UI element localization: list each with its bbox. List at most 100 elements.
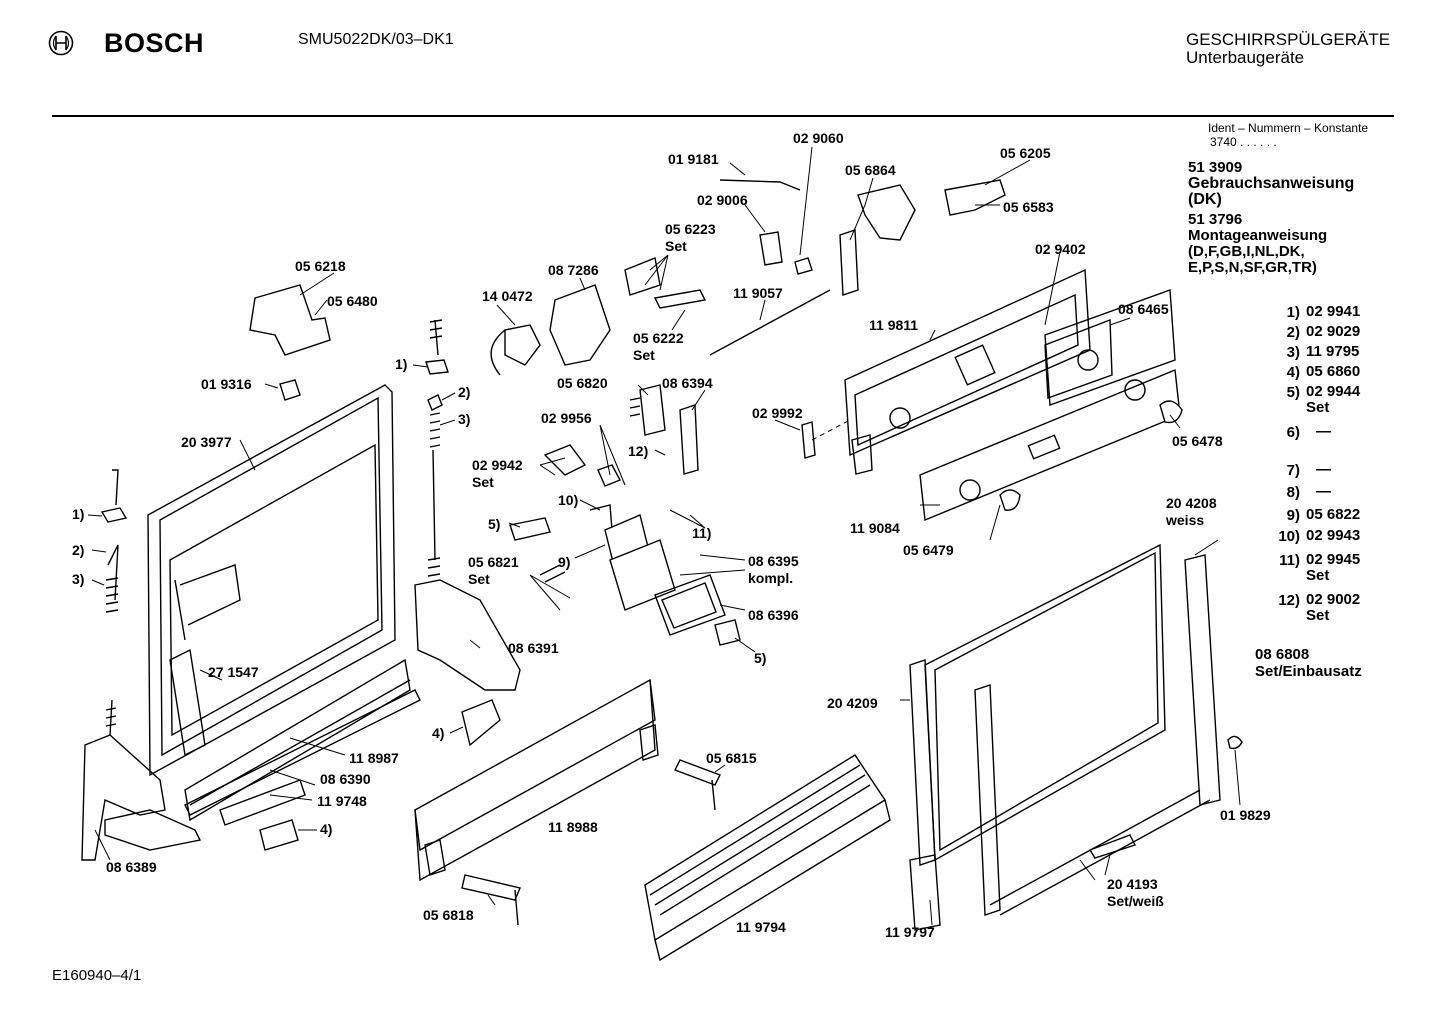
label-056815: 05 6815 [706, 750, 757, 766]
small-brackets [259, 699, 721, 926]
note-1-lang: (DK) [1188, 191, 1222, 208]
label-118987: 11 8987 [349, 750, 399, 766]
label-056479: 05 6479 [903, 542, 954, 558]
callout-1-right: 1) [395, 356, 407, 372]
part-labels: 02 9060 01 9181 05 6864 05 6205 02 9006 … [72, 130, 1271, 940]
note-2-title: Montageanweisung [1188, 227, 1328, 244]
legend-row: 7)— [1286, 461, 1331, 480]
left-hinge [81, 469, 202, 861]
callout-3-right: 3) [458, 411, 470, 427]
label-056820: 05 6820 [557, 375, 608, 391]
label-056223-set: Set [665, 238, 687, 254]
label-086395: 08 6395 [748, 553, 799, 569]
label-086391: 08 6391 [508, 640, 559, 656]
label-056205: 05 6205 [1000, 145, 1051, 161]
label-029402: 02 9402 [1035, 241, 1086, 257]
label-118988: 11 8988 [548, 819, 598, 835]
label-056222-set: Set [633, 347, 655, 363]
legend-row: 1)02 9941 [1286, 303, 1361, 322]
drawing-number: E160940–4/1 [52, 967, 142, 984]
callout-11: 11) [692, 525, 711, 541]
label-056818: 05 6818 [423, 907, 474, 923]
label-056583: 05 6583 [1003, 199, 1054, 215]
callout-9: 9) [558, 554, 570, 570]
callout-3-left: 3) [72, 571, 84, 587]
label-204208: 20 4208 [1166, 495, 1217, 511]
note-1-title: Gebrauchsanweisung [1188, 175, 1355, 192]
label-271547: 27 1547 [208, 664, 259, 680]
front-door-panels [909, 543, 1243, 931]
legend-row: 3)11 9795 [1286, 343, 1360, 362]
label-204193: 20 4193 [1107, 876, 1158, 892]
label-086389: 08 6389 [106, 859, 157, 875]
ident-line-1: Ident – Nummern – Konstante [1208, 121, 1369, 135]
label-029942-set: Set [472, 474, 494, 490]
note-2-lang-2: E,P,S,N,SF,GR,TR) [1188, 259, 1317, 276]
label-204193-set: Set/weiß [1107, 893, 1164, 909]
label-086465: 08 6465 [1118, 301, 1169, 317]
label-056821-set: Set [468, 571, 490, 587]
side-strip-271547 [169, 648, 206, 757]
inner-door-frame [147, 384, 396, 777]
label-119794: 11 9794 [736, 919, 786, 935]
label-086395-kompl: kompl. [748, 570, 793, 586]
category-line-2: Unterbaugeräte [1186, 48, 1305, 67]
label-056223: 05 6223 [665, 221, 716, 237]
kick-plate [644, 754, 891, 962]
callout-2-left: 2) [72, 542, 84, 558]
note-2-number: 51 3796 [1188, 211, 1243, 228]
category-line-1: GESCHIRRSPÜLGERÄTE [1186, 30, 1391, 49]
label-140472: 14 0472 [482, 288, 533, 304]
label-086396: 08 6396 [748, 607, 799, 623]
brand-name: BOSCH [104, 28, 205, 58]
label-019181: 01 9181 [668, 151, 719, 167]
label-056218: 05 6218 [295, 258, 346, 274]
label-087286: 08 7286 [548, 262, 599, 278]
label-029060: 02 9060 [793, 130, 844, 146]
note-1-number: 51 3909 [1188, 159, 1243, 176]
legend-row: 4)05 6860 [1286, 363, 1361, 382]
callout-10: 10) [558, 492, 578, 508]
label-203977: 20 3977 [181, 434, 232, 450]
legend-row: 2)02 9029 [1286, 323, 1361, 342]
installation-set-note: 08 6808 Set/Einbausatz [1255, 646, 1362, 680]
legend-row: 6)— [1286, 423, 1331, 442]
legend-row: 10)02 9943 [1278, 527, 1361, 546]
callout-4-upper: 4) [432, 725, 444, 741]
callout-4-lower: 4) [320, 821, 332, 837]
callout-2-right: 2) [458, 384, 470, 400]
label-086394: 08 6394 [662, 375, 713, 391]
header-divider [52, 115, 1394, 117]
legend-row: 9)05 6822 [1286, 506, 1361, 525]
label-056821: 05 6821 [468, 554, 519, 570]
callout-12: 12) [628, 443, 648, 459]
callout-1-left: 1) [72, 506, 84, 522]
note-2-lang-1: (D,F,GB,I,NL,DK, [1188, 243, 1305, 260]
ident-line-2: 3740 . . . . . . [1210, 135, 1277, 149]
label-086390: 08 6390 [320, 771, 371, 787]
label-119797: 11 9797 [885, 924, 935, 940]
label-019316-visible: 01 9316 [201, 376, 252, 392]
right-hinge [414, 319, 521, 691]
legend-row: 8)— [1286, 483, 1331, 502]
ident-numbers: Ident – Nummern – Konstante 3740 . . . .… [1208, 121, 1368, 149]
category-title: GESCHIRRSPÜLGERÄTE Unterbaugeräte [1186, 31, 1390, 67]
label-056222: 05 6222 [633, 330, 684, 346]
callout-5-lower: 5) [754, 650, 766, 666]
label-204208-weiss: weiss [1165, 512, 1204, 528]
label-204209: 20 4209 [827, 695, 878, 711]
label-029992: 02 9992 [752, 405, 803, 421]
label-119811: 11 9811 [869, 317, 918, 333]
label-119057: 11 9057 [733, 285, 783, 301]
label-019829: 01 9829 [1220, 807, 1271, 823]
label-056864: 05 6864 [845, 162, 896, 178]
outer-door-panel [414, 678, 659, 882]
callout-5-upper: 5) [488, 516, 500, 532]
documentation-notes: 51 3909 Gebrauchsanweisung (DK) 51 3796 … [1188, 160, 1354, 276]
label-029956: 02 9956 [541, 410, 592, 426]
leader-lines [87, 146, 1241, 926]
bosch-logo-icon [48, 30, 74, 56]
